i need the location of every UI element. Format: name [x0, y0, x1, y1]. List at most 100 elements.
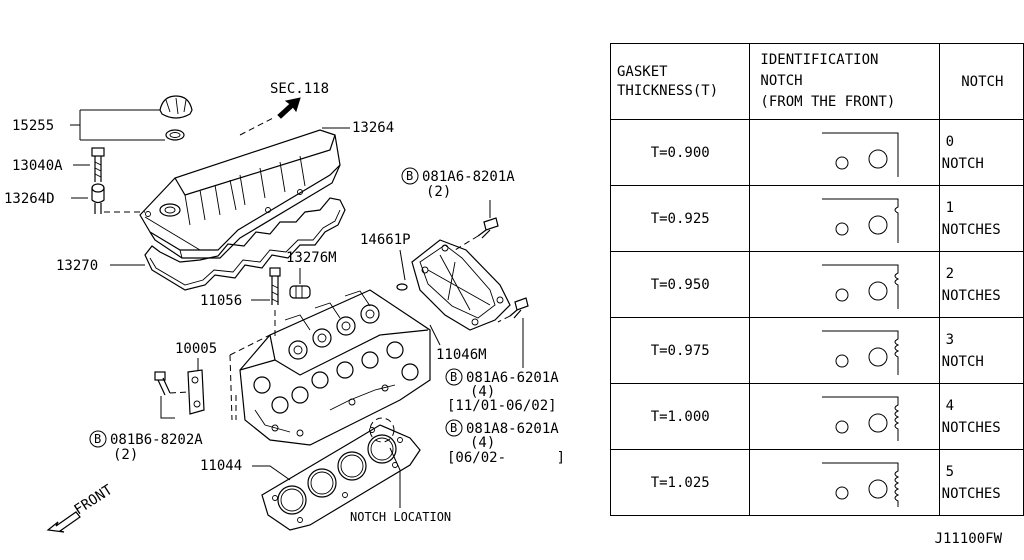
exploded-parts-diagram: 15255 13040A 13264D SEC.118 13264 [4, 81, 565, 533]
small-seal [396, 283, 408, 291]
bolt-symbol-icon [445, 368, 463, 386]
notch-illustration-cell [749, 449, 940, 516]
notch-illustration [822, 264, 900, 309]
header-ident-line1: IDENTIFICATION [760, 52, 879, 68]
bolt-symbol-letter: B [406, 169, 413, 183]
gasket-hole [835, 354, 849, 367]
gasket-hole [835, 222, 849, 235]
part-label-10005: 10005 [175, 341, 217, 357]
part-label-11056: 11056 [200, 293, 242, 309]
bolt-date-range-2: [11/01-06/02] [447, 398, 557, 414]
gasket-bore [868, 215, 888, 234]
header-gasket-line2: THICKNESS(T) [617, 82, 719, 99]
thickness-cell: T=1.000 [609, 383, 751, 450]
notch-count: 2 [945, 265, 955, 282]
gasket-thickness-table: GASKET THICKNESS(T) IDENTIFICATION NOTCH… [609, 43, 1024, 516]
bolt-symbol-icon [89, 430, 107, 448]
part-label-11046m: 11046M [436, 347, 487, 363]
thickness-cell: T=0.975 [609, 317, 751, 384]
notch-unit: NOTCHES [941, 419, 1001, 436]
cylinder-head [239, 289, 431, 446]
rocker-cover [139, 129, 341, 259]
gasket-edge [822, 330, 900, 375]
bolt-code-081a6-8201a: 081A6-8201A [422, 169, 515, 185]
notch-illustration [822, 132, 899, 177]
header-ident-line3: (FROM THE FRONT) [760, 94, 896, 110]
front-label: FRONT [71, 482, 116, 519]
notch-unit: NOTCHES [941, 485, 1001, 502]
head-gasket [261, 424, 421, 531]
bolt-qty-3: (4) [470, 435, 495, 451]
gasket-bore [868, 281, 888, 300]
section-arrow-icon [277, 97, 301, 119]
bolt-081b6-8202a [154, 371, 189, 396]
part-label-14661p: 14661P [360, 232, 411, 248]
grommet-13264d [91, 183, 105, 214]
gasket-edge [822, 132, 899, 177]
spark-plug-tube-seal [289, 285, 311, 299]
thickness-cell: T=1.025 [609, 449, 751, 516]
part-label-13264d: 13264D [4, 191, 55, 207]
bracket-10005 [187, 369, 205, 415]
notch-unit: NOTCHES [941, 221, 1001, 238]
notch-illustration-cell [749, 185, 940, 252]
bolt-13040a [91, 147, 105, 182]
gasket-bore [868, 479, 888, 498]
gasket-bore [868, 413, 888, 432]
notch-illustration-cell [749, 317, 940, 384]
notch-illustration [822, 198, 899, 243]
front-arrow-icon [46, 511, 81, 533]
bolt-qty-1: (2) [426, 184, 451, 200]
notch-count: 5 [945, 463, 955, 480]
notch-count: 3 [945, 331, 955, 348]
part-label-13270: 13270 [56, 258, 98, 274]
gasket-bore [868, 347, 888, 366]
gasket-edge [822, 264, 900, 309]
header-gasket-thickness: GASKET THICKNESS(T) [609, 43, 751, 120]
header-ident-line2: NOTCH [760, 73, 803, 89]
thickness-cell: T=0.925 [609, 185, 751, 252]
bolt-11056 [269, 267, 281, 305]
bolt-side-plate [497, 297, 529, 323]
bolt-qty-4: (2) [113, 447, 138, 463]
cover-plate-14661p [411, 239, 511, 331]
notch-count: 0 [945, 133, 955, 150]
header-notch: NOTCH [938, 43, 1024, 120]
part-label-13276m: 13276M [286, 250, 337, 266]
rocker-cover-gasket [144, 197, 346, 291]
bolt-symbol-letter: B [450, 370, 457, 384]
gasket-edge [822, 462, 900, 507]
bolt-code-081a6-6201a: 081A6-6201A [466, 370, 559, 386]
notch-count: 1 [945, 199, 955, 216]
notch-unit: NOTCH [941, 155, 984, 172]
notch-illustration-cell [749, 251, 940, 318]
section-reference: SEC.118 [270, 81, 329, 97]
notch-illustration-cell [749, 383, 940, 450]
header-gasket-line1: GASKET [617, 63, 668, 80]
part-label-15255: 15255 [12, 118, 54, 134]
bolt-code-081b6-8202a: 081B6-8202A [110, 432, 203, 448]
notch-unit: NOTCHES [941, 287, 1001, 304]
drawing-code: J11100FW [934, 531, 1002, 547]
bolt-code-081a8-6201a: 081A8-6201A [466, 421, 559, 437]
gasket-edge [822, 396, 900, 441]
bolt-symbol-icon [445, 419, 463, 437]
gasket-edge [822, 198, 899, 243]
notch-illustration [822, 330, 900, 375]
gasket-bore [868, 149, 888, 168]
part-label-13040a: 13040A [12, 158, 63, 174]
gasket-hole [835, 420, 849, 433]
gasket-hole [835, 288, 849, 301]
bolt-qty-2: (4) [470, 384, 495, 400]
notch-illustration [822, 396, 900, 441]
thickness-cell: T=0.950 [609, 251, 751, 318]
